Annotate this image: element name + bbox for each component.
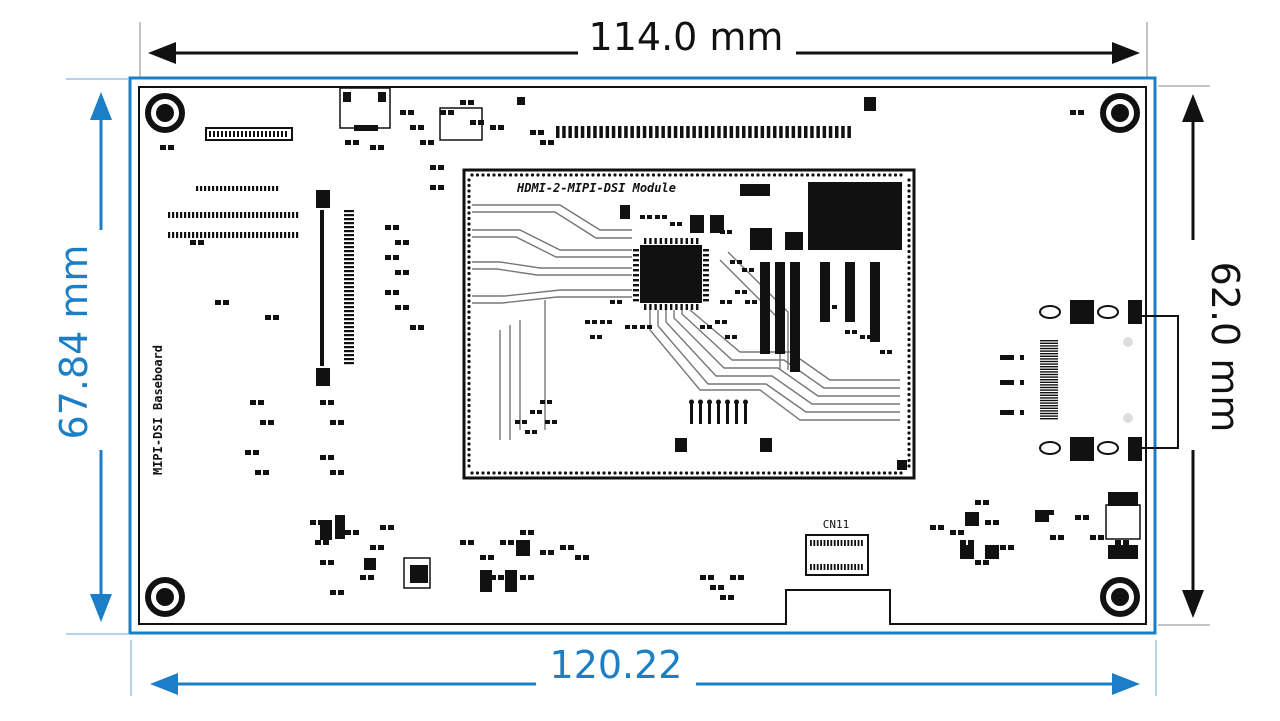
arrow-right-icon (1112, 42, 1140, 64)
vertical-connector (316, 190, 354, 386)
dimension-top: 114.0 mm (139, 14, 1148, 78)
board-outer-outline (128, 76, 1157, 635)
connector-cn13 (205, 127, 293, 141)
connector-cn11: CN11 (805, 518, 869, 576)
module-label: HDMI-2-MIPI-DSI Module (516, 181, 676, 195)
arrow-down-icon (1182, 590, 1204, 618)
baseboard-label: MIPI-DSI Baseboard (151, 345, 165, 475)
dimension-right-label: 62.0 mm (1203, 262, 1247, 433)
dimension-right: 62.0 mm (1158, 85, 1247, 626)
main-ic (640, 245, 702, 303)
left-pin-rows (168, 186, 299, 238)
top-fpc-connector (556, 126, 851, 138)
dimension-bottom-label: 120.22 (550, 643, 683, 687)
mounting-hole-icon (145, 577, 185, 617)
board-inner-outline (138, 86, 1147, 625)
arrow-left-icon (148, 42, 176, 64)
mounting-hole-icon (1100, 93, 1140, 133)
cn11-label: CN11 (823, 518, 850, 531)
hdmi-area (1000, 300, 1179, 461)
dimension-bottom: 120.22 (130, 640, 1157, 696)
arrow-right-blue-icon (1112, 673, 1140, 695)
arrow-down-blue-icon (90, 594, 112, 622)
arrow-left-blue-icon (150, 673, 178, 695)
mounting-holes (145, 93, 1140, 617)
arrow-up-icon (1182, 94, 1204, 122)
mounting-hole-icon (145, 93, 185, 133)
dimension-left-label: 67.84 mm (52, 245, 96, 440)
misc-components (160, 87, 1141, 600)
dimension-left: 67.84 mm (52, 78, 128, 635)
dimension-top-label: 114.0 mm (589, 15, 784, 59)
mounting-hole-icon (1100, 577, 1140, 617)
arrow-up-blue-icon (90, 92, 112, 120)
hdmi-mipi-module: HDMI-2-MIPI-DSI Module (462, 168, 916, 480)
